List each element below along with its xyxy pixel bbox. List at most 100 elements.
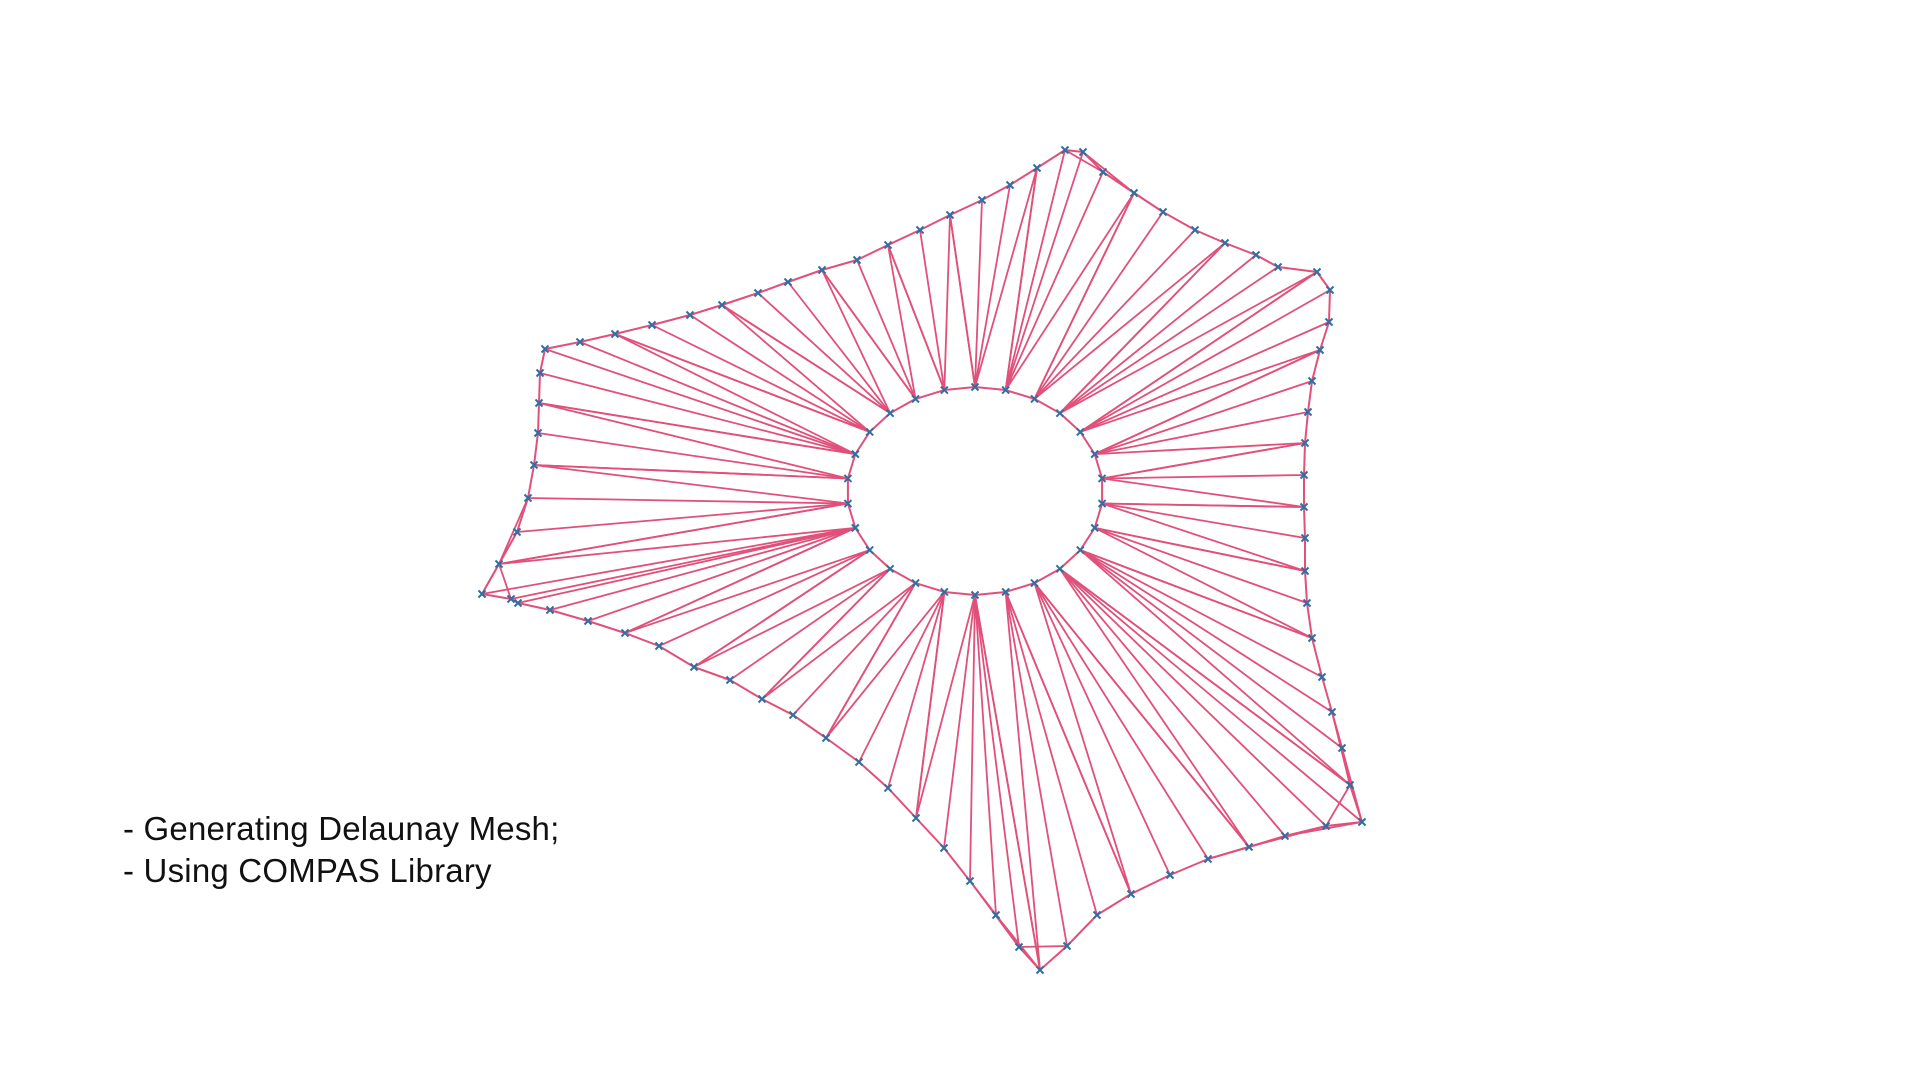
mesh-vertex	[1014, 942, 1024, 952]
mesh-boundary-edge	[614, 324, 653, 335]
mesh-vertex	[753, 288, 763, 298]
caption-text-block: - Generating Delaunay Mesh; - Using COMP…	[123, 808, 559, 892]
mesh-vertex	[534, 398, 544, 408]
mesh-vertex	[883, 783, 893, 793]
mesh-boundary-edge	[527, 464, 535, 499]
mesh-vertex	[1032, 163, 1042, 173]
mesh-boundary-edge	[858, 761, 889, 789]
mesh-vertex	[852, 255, 862, 265]
mesh-boundary-edge	[1039, 945, 1068, 971]
mesh-interior-edge	[995, 914, 1041, 971]
mesh-vertex	[885, 408, 895, 418]
mesh-interior-edge	[1004, 192, 1135, 391]
mesh-hole-edge	[943, 590, 976, 596]
mesh-interior-edge	[538, 402, 849, 480]
mesh-hole-edge	[846, 502, 857, 529]
mesh-interior-edge	[915, 594, 976, 819]
mesh-interior-edge	[757, 292, 892, 415]
mesh-hole-edge	[889, 397, 917, 415]
mesh-interior-edge	[538, 402, 857, 456]
mesh-interior-edge	[1004, 151, 1084, 391]
mesh-vertex	[1090, 449, 1099, 459]
mesh-interior-edge	[761, 567, 892, 700]
mesh-edges	[481, 149, 1363, 971]
mesh-boundary-edge	[1130, 874, 1171, 895]
mesh-interior-edge	[1093, 526, 1308, 604]
mesh-interior-edge	[858, 591, 946, 763]
mesh-boundary-edge	[689, 304, 723, 316]
mesh-boundary-edge	[887, 229, 921, 246]
mesh-interior-edge	[1004, 591, 1041, 971]
mesh-boundary-edge	[721, 292, 759, 306]
mesh-vertex	[1090, 523, 1099, 533]
mesh-interior-edge	[949, 214, 976, 388]
mesh-interior-edge	[887, 244, 946, 391]
mesh-boundary-edge	[1306, 602, 1313, 639]
mesh-boundary-edge	[539, 348, 546, 374]
mesh-interior-edge	[1018, 945, 1068, 948]
mesh-hole-edge	[943, 386, 976, 392]
mesh-vertex	[1030, 394, 1039, 404]
mesh-boundary-edge	[787, 269, 823, 283]
mesh-vertex	[1307, 633, 1317, 643]
mesh-vertex	[1220, 238, 1230, 248]
mesh-interior-edge	[1079, 349, 1321, 433]
mesh-boundary-edge	[658, 645, 695, 668]
mesh-vertex	[1244, 842, 1254, 852]
mesh-vertex	[817, 265, 827, 275]
mesh-interior-edge	[624, 549, 871, 634]
mesh-vertex	[1337, 743, 1347, 753]
mesh-hole-edge	[1004, 389, 1036, 400]
mesh-hole-edge	[974, 590, 1007, 596]
mesh-interior-edge	[624, 526, 857, 634]
mesh-boundary-edge	[887, 787, 917, 819]
mesh-vertex	[865, 427, 874, 437]
mesh-boundary-edge	[919, 214, 951, 231]
mesh-interior-edge	[1101, 474, 1305, 480]
mesh-vertex	[991, 910, 1001, 920]
mesh-vertex	[977, 195, 987, 205]
mesh-interior-edge	[1101, 502, 1306, 539]
mesh-vertex	[911, 578, 920, 588]
mesh-vertex	[647, 320, 657, 330]
mesh-vertex	[940, 587, 949, 597]
mesh-vertex	[1324, 317, 1334, 327]
mesh-interior-edge	[498, 502, 849, 565]
mesh-interior-edge	[689, 314, 871, 433]
mesh-vertex	[654, 641, 664, 651]
mesh-vertex	[1001, 385, 1010, 395]
mesh-boundary-edge	[1066, 914, 1098, 947]
mesh-vertex	[620, 628, 630, 638]
mesh-interior-edge	[1004, 591, 1068, 947]
mesh-boundary-edge	[1303, 442, 1306, 476]
mesh-interior-edge	[1033, 192, 1135, 400]
mesh-interior-edge	[1033, 582, 1132, 895]
mesh-vertex	[1076, 427, 1085, 437]
mesh-boundary-edge	[1277, 266, 1318, 273]
mesh-boundary-edge	[757, 281, 789, 294]
mesh-vertex	[477, 589, 487, 599]
mesh-vertex	[1321, 821, 1331, 831]
mesh-boundary-edge	[821, 259, 858, 271]
mesh-interior-edge	[498, 526, 857, 565]
mesh-boundary-edge	[1321, 676, 1333, 713]
mesh-boundary-edge	[538, 372, 541, 404]
mesh-vertex	[1078, 147, 1088, 157]
mesh-interior-edge	[549, 526, 857, 611]
mesh-vertex	[1076, 545, 1085, 555]
mesh-interior-edge	[969, 594, 976, 882]
mesh-vertex	[1097, 499, 1107, 508]
mesh-interior-edge	[729, 567, 892, 681]
mesh-vertex	[1035, 965, 1045, 975]
mesh-vertex	[1092, 910, 1102, 920]
mesh-interior-edge	[1004, 171, 1104, 391]
mesh-vertex	[1129, 188, 1139, 198]
mesh-interior-edge	[1101, 477, 1305, 508]
mesh-vertex	[1158, 207, 1168, 217]
mesh-vertex	[610, 329, 620, 339]
mesh-interior-edge	[1033, 211, 1164, 400]
mesh-interior-edge	[527, 497, 849, 505]
mesh-vertex	[1203, 854, 1213, 864]
mesh-interior-edge	[516, 502, 849, 533]
